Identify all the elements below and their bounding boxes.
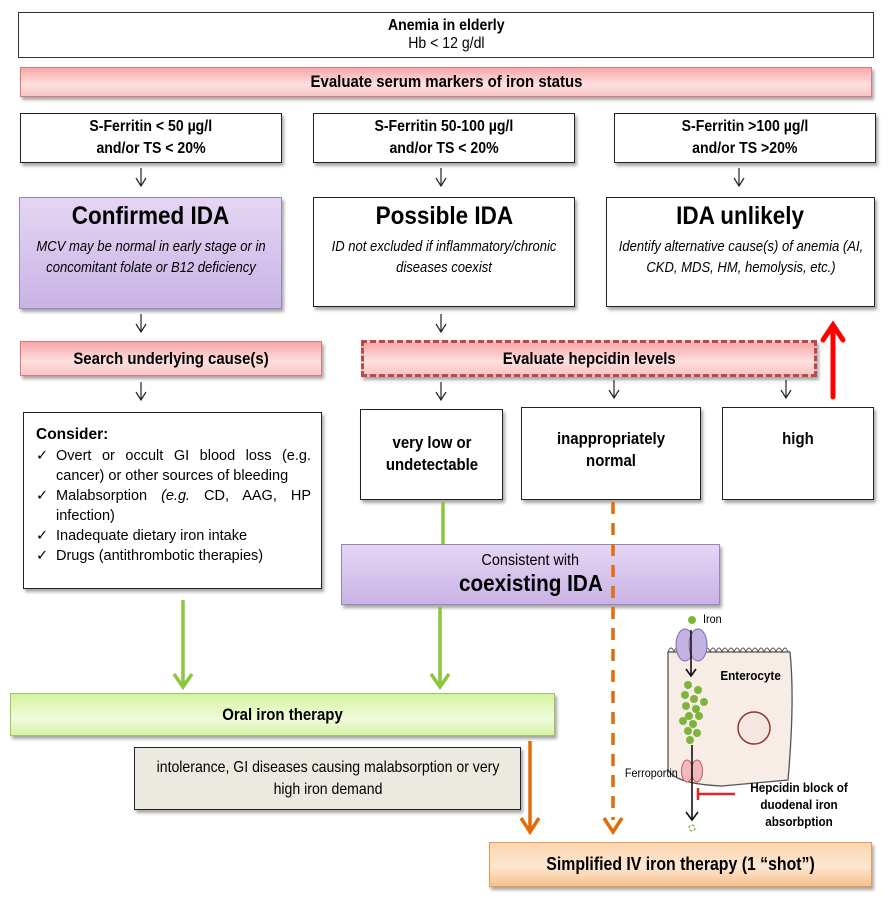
iv-iron-therapy-bar: Simplified IV iron therapy (1 “shot”) [489,842,872,887]
microvilli-icon [667,647,789,654]
oral-iron-therapy-bar: Oral iron therapy [10,693,555,736]
checkmark-icon: ✓ [36,548,49,564]
orange-dashed-arrowhead-icon [602,817,624,836]
transporter-icon [688,628,708,662]
criteria-box-high-ferritin: S-Ferritin >100 µg/l and/or TS >20% [614,113,876,163]
arrow-down-icon [733,168,745,188]
checkmark-icon: ✓ [36,528,49,544]
arrow-down-icon [135,314,147,334]
header-subtitle: Hb < 12 g/dl [407,35,485,52]
enterocyte-label: Enterocyte [720,668,781,683]
ferroportin-icon [681,759,693,783]
consider-item: ✓ Drugs (antithrombotic therapies) [36,548,264,564]
criteria-line1: S-Ferritin 50-100 µg/l [374,118,514,135]
coexisting-line1: Consistent with [481,552,580,569]
iron-label: Iron [703,612,722,626]
green-arrow-down-icon [172,600,194,691]
orange-arrow-down-icon [519,741,541,836]
iron-cluster-icon [679,681,708,744]
arrow-down-icon [135,168,147,188]
arrow-down-icon [135,382,147,402]
criteria-box-low-ferritin: S-Ferritin < 50 µg/l and/or TS < 20% [20,113,282,163]
anemia-header-box: Anemia in elderly Hb < 12 g/dl [18,12,874,58]
possible-ida-box: Possible IDA ID not excluded if inflamma… [313,197,575,307]
transporter-icon [675,628,695,662]
confirmed-ida-box: Confirmed IDA MCV may be normal in early… [19,197,282,309]
criteria-line1: S-Ferritin < 50 µg/l [89,118,213,135]
hepcidin-inappropriately-normal-box: inappropriately normal [521,407,701,500]
hepcidin-very-low-label: very low or undetectable [385,433,478,474]
consider-item: ✓ Inadequate dietary iron intake [36,528,248,544]
consider-box: Consider: ✓ Overt or occult GI blood los… [23,412,322,589]
hepcidin-high-label: high [782,429,814,448]
arrow-down-icon [780,380,792,400]
checkmark-icon: ✓ [36,448,49,464]
hepcidin-high-box: high [722,407,874,500]
consider-item: ✓ Overt or occult GI blood loss (e.g. ca… [36,448,311,484]
search-underlying-cause-bar: Search underlying cause(s) [20,341,322,376]
ferroportin-label: Ferroportin [624,766,678,780]
arrow-down-icon [608,380,620,400]
ida-unlikely-note: Identify alternative cause(s) of anemia … [618,239,863,276]
criteria-line2: and/or TS < 20% [389,140,499,157]
green-arrow-down-icon [429,607,451,691]
ida-unlikely-title: IDA unlikely [676,202,805,230]
iv-iron-therapy-label: Simplified IV iron therapy (1 “shot”) [546,854,815,874]
nucleus-icon [737,711,771,745]
iron-released-icon [688,824,696,832]
header-title: Anemia in elderly [387,17,505,34]
arrow-down-icon [435,168,447,188]
checkmark-icon: ✓ [36,488,49,504]
red-up-arrow-icon [820,320,846,400]
hepcidin-very-low-box: very low or undetectable [360,409,503,500]
iron-dot-icon [688,616,696,624]
confirmed-ida-note: MCV may be normal in early stage or in c… [35,239,266,276]
search-underlying-cause-label: Search underlying cause(s) [73,348,269,368]
coexisting-ida-box: Consistent with coexisting IDA [341,544,720,605]
arrow-down-icon [435,382,447,402]
hepcidin-normal-label: inappropriately normal [556,429,666,470]
oral-failure-note-box: intolerance, GI diseases causing malabso… [134,747,521,810]
ferroportin-icon [691,759,703,783]
consider-heading: Consider: [36,426,109,443]
consider-item: ✓ Malabsorption (e.g. CD, AAG, HP infect… [36,488,311,524]
arrow-down-icon [435,314,447,334]
evaluate-hepcidin-label: Evaluate hepcidin levels [502,348,676,368]
criteria-line2: and/or TS >20% [692,140,798,157]
criteria-box-mid-ferritin: S-Ferritin 50-100 µg/l and/or TS < 20% [313,113,575,163]
oral-iron-therapy-label: Oral iron therapy [222,704,343,724]
consider-list: ✓ Overt or occult GI blood loss (e.g. ca… [36,446,311,566]
ida-unlikely-box: IDA unlikely Identify alternative cause(… [606,197,875,307]
criteria-line2: and/or TS < 20% [96,140,206,157]
evaluate-serum-markers-label: Evaluate serum markers of iron status [310,72,582,91]
confirmed-ida-title: Confirmed IDA [71,202,230,230]
hepcidin-block-label: Hepcidin block of duodenal iron absorbpt… [750,780,848,829]
evaluate-hepcidin-bar: Evaluate hepcidin levels [361,340,817,377]
hepcidin-block-icon [696,788,735,800]
possible-ida-note: ID not excluded if inflammatory/chronic … [331,239,557,276]
oral-failure-note: intolerance, GI diseases causing malabso… [156,758,499,798]
possible-ida-title: Possible IDA [375,202,513,230]
evaluate-serum-markers-bar: Evaluate serum markers of iron status [20,67,872,97]
criteria-line1: S-Ferritin >100 µg/l [681,118,809,135]
coexisting-line2: coexisting IDA [458,570,603,596]
